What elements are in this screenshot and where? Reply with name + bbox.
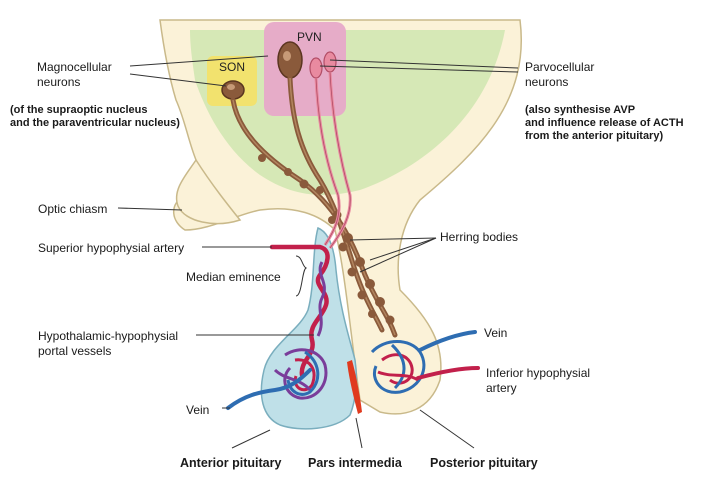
anterior-pituitary-label: Anterior pituitary <box>180 456 282 470</box>
superior-artery-label: Superior hypophysial artery <box>38 241 185 255</box>
magnocellular-note: (of the supraoptic nucleus and the parav… <box>10 104 180 129</box>
herring-bodies-label: Herring bodies <box>440 230 519 244</box>
leader-lines <box>117 55 519 449</box>
son-neuron-body <box>221 80 245 100</box>
parvocellular-label: Parvocellular neurons <box>525 60 595 89</box>
parvo-neuron-1 <box>309 57 323 79</box>
portal-vessels-label: Hypothalamic-hypophysial portal vessels <box>38 329 179 358</box>
optic-chiasm-shape <box>175 158 242 225</box>
son-label: SON <box>219 60 246 74</box>
pars-intermedia-strip <box>347 360 362 414</box>
inferior-artery-vessel <box>416 366 480 380</box>
vein-left-label: Vein <box>186 403 210 417</box>
posterior-vein <box>418 330 477 352</box>
optic-chiasm-label: Optic chiasm <box>38 202 108 216</box>
median-eminence-label: Median eminence <box>186 270 281 284</box>
parvocellular-note: (also synthesise AVP and influence relea… <box>525 104 684 142</box>
posterior-pituitary-label: Posterior pituitary <box>430 456 538 470</box>
pars-intermedia-label: Pars intermedia <box>308 456 402 470</box>
vein-right-label: Vein <box>484 326 508 340</box>
pvn-magno-neuron-body <box>277 41 303 79</box>
inferior-artery-label: Inferior hypophysial artery <box>486 366 591 395</box>
anterior-vein <box>226 368 312 410</box>
pvn-label: PVN <box>297 30 322 44</box>
magnocellular-label: Magnocellular neurons <box>37 60 112 89</box>
parvo-neuron-2 <box>323 51 337 73</box>
portal-vessel-path <box>316 261 326 337</box>
